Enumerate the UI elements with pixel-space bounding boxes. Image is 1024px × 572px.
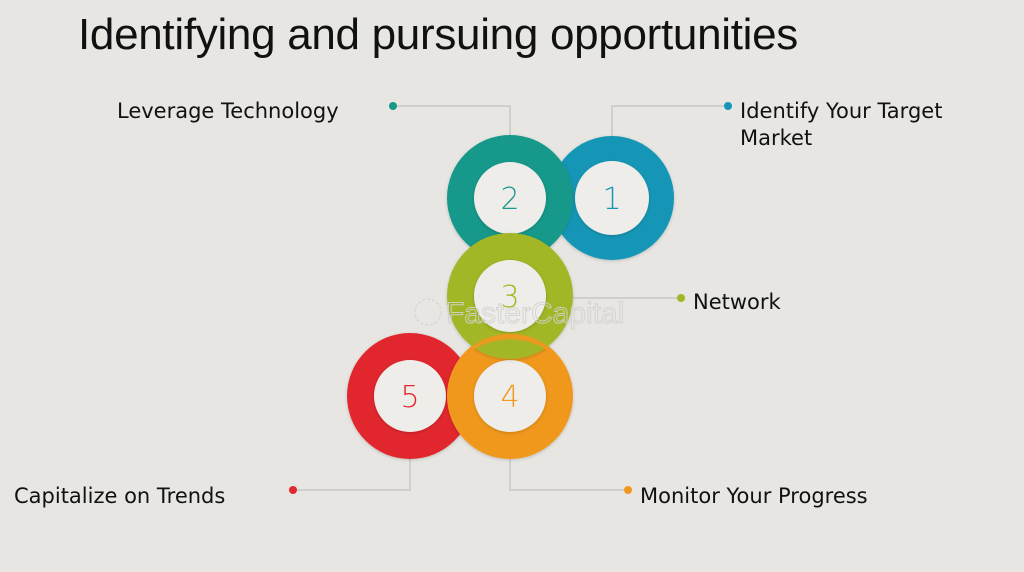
dot-step-2 [389, 102, 397, 110]
label-step-1: Identify Your Target Market [740, 98, 942, 152]
page-title: Identifying and pursuing opportunities [78, 10, 798, 59]
watermark-text: FasterCapital [446, 297, 624, 330]
ring-step-5 [347, 333, 473, 459]
step-number-1: 1 [602, 182, 621, 217]
ring-step-4 [447, 333, 573, 459]
label-step-3: Network [693, 290, 781, 314]
step-number-5: 5 [400, 380, 419, 415]
ring-step-2 [447, 135, 573, 261]
connector-step-1 [611, 105, 728, 136]
step-number-3: 3 [500, 280, 519, 315]
watermark: FasterCapital [414, 297, 625, 331]
connector-step-2 [393, 105, 511, 136]
dot-step-3 [677, 294, 685, 302]
ring-step-3 [447, 233, 573, 359]
ring-4-overlap [455, 333, 565, 366]
connector-lines [293, 105, 728, 491]
connector-step-5 [293, 458, 411, 491]
dot-step-5 [289, 486, 297, 494]
dot-step-4 [624, 486, 632, 494]
step-number-4: 4 [500, 380, 519, 415]
connector-step-4 [509, 458, 628, 491]
step-number-2: 2 [500, 182, 519, 217]
label-step-2: Leverage Technology [117, 99, 339, 123]
dot-step-1 [724, 102, 732, 110]
label-step-5: Capitalize on Trends [14, 484, 226, 508]
label-step-4: Monitor Your Progress [640, 484, 868, 508]
ring-step-1 [550, 136, 674, 260]
gear-icon [414, 298, 442, 326]
label-step-1-line1: Identify Your Target [740, 99, 943, 123]
label-step-1-line2: Market [740, 126, 813, 150]
